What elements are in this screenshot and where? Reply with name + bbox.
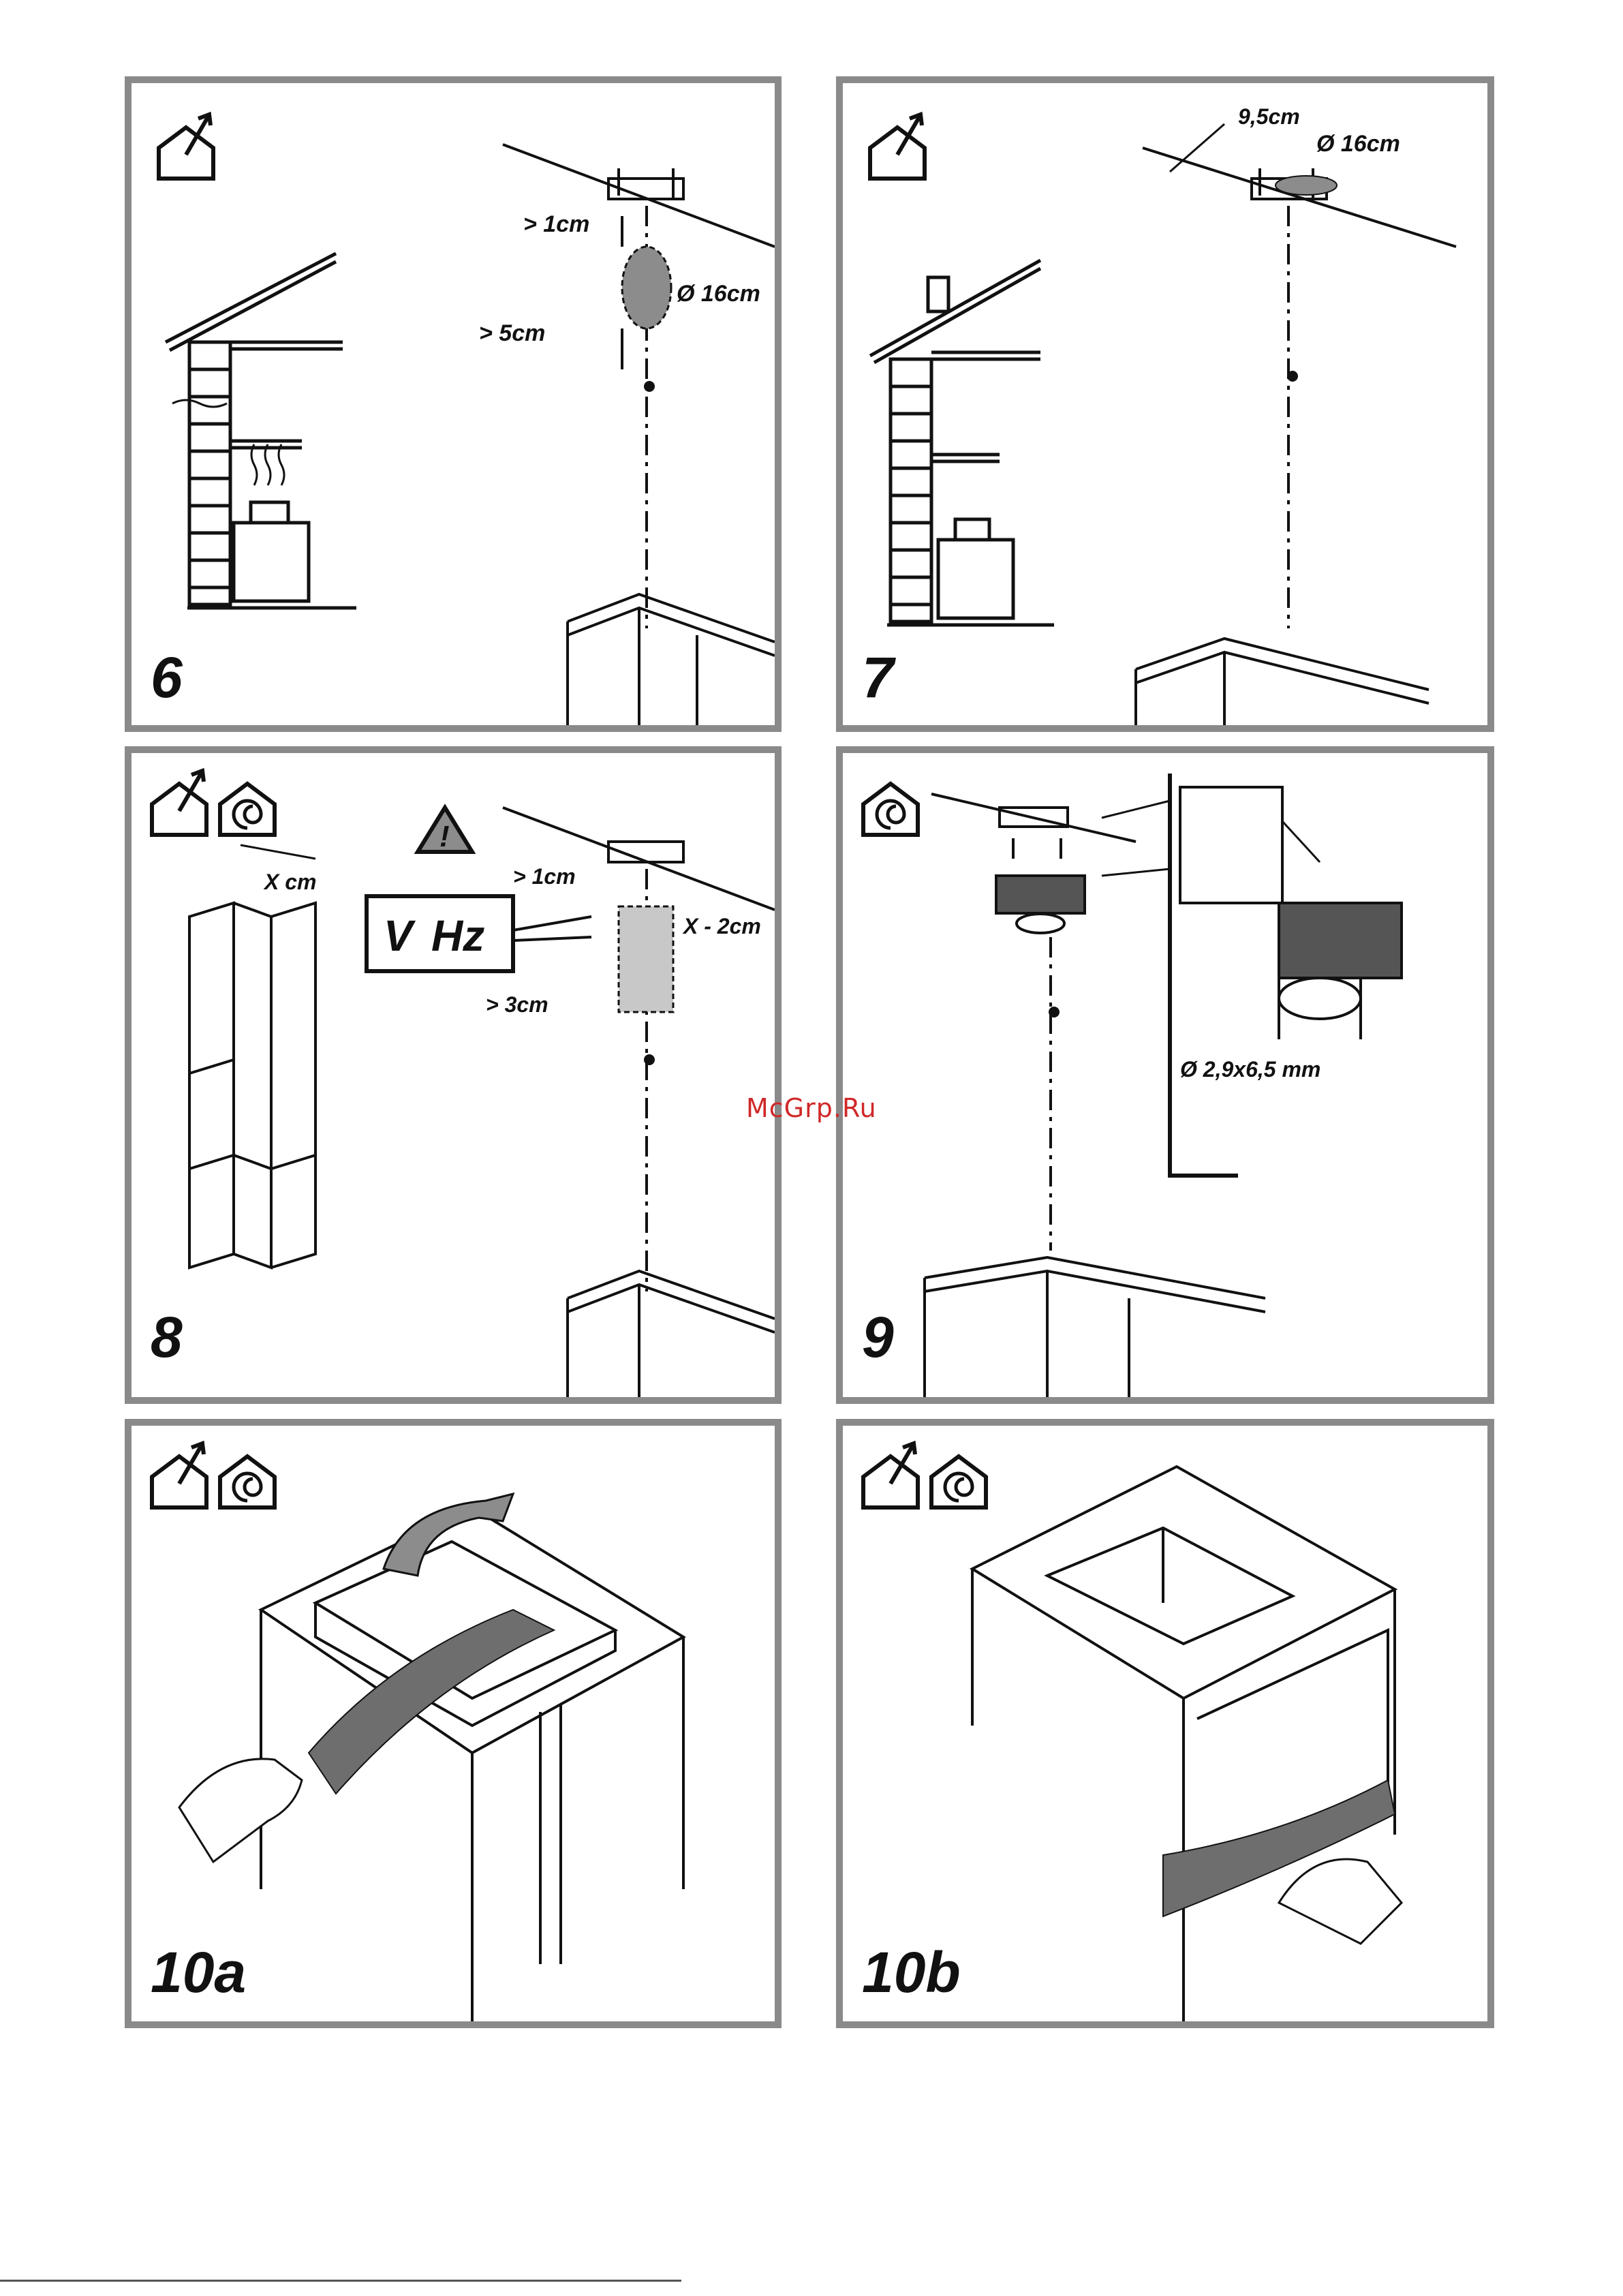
label-diameter: Ø 16cm [677,281,760,307]
panel-number: 6 [151,649,183,706]
label-width: X cm [263,870,316,894]
ducted-mode-icon [863,1443,918,1507]
panel-number: 7 [862,649,894,706]
house-illustration [870,260,1054,625]
hood-illustration [972,1467,1395,2021]
socket-area [619,906,673,1012]
panel-8-drawing: ! V Hz X cm > 1cm X - 2cm > 3cm [132,753,775,1397]
panel-number: 8 [151,1308,183,1366]
screw-icon [644,381,655,392]
panel-6-drawing: > 1cm Ø 16cm > 5cm [132,83,775,725]
panel-number: 9 [862,1308,894,1366]
label-voltage: V [384,911,416,960]
recirculation-mode-icon [220,784,275,835]
panel-10a-drawing [132,1426,775,2021]
panel-7: 9,5cm Ø 16cm 7 [836,76,1494,732]
ducted-mode-icon [159,114,213,179]
label-diameter: Ø 16cm [1316,131,1400,157]
bracket-illustration [1136,124,1456,725]
label-gap-top: > 1cm [523,211,589,237]
ducted-mode-icon [870,114,925,179]
screw-icon [1287,371,1298,382]
label-screw: Ø 2,9x6,5 mm [1180,1057,1320,1082]
panel-6: > 1cm Ø 16cm > 5cm 6 [125,76,782,732]
recirculation-mode-icon [863,784,918,835]
panel-10b: 10b [836,1419,1494,2028]
label-gap-bottom: > 3cm [486,992,548,1017]
recirculation-mode-icon [220,1456,275,1507]
footer-rule [0,2280,681,2282]
panel-number: 10b [862,1944,961,2001]
screw-icon [1049,1007,1060,1017]
ducted-mode-icon [152,1443,206,1507]
chimney-illustration [189,845,315,1268]
duct-hole [1276,176,1337,195]
house-illustration [166,254,356,608]
label-warning: ! [439,820,450,853]
duct-hole [622,247,671,328]
panel-9-drawing: Ø 2,9x6,5 mm [843,753,1487,1397]
watermark: McGrp.Ru [746,1093,877,1123]
label-gap-top: > 1cm [513,864,576,889]
hand-illustration [179,1759,302,1862]
label-gap-bottom: > 5cm [479,320,545,346]
screw-icon [644,1054,655,1065]
panel-9: Ø 2,9x6,5 mm 9 [836,746,1494,1404]
panel-number: 10a [151,1944,246,2001]
recirculation-mode-icon [931,1456,986,1507]
label-offset: 9,5cm [1238,104,1300,129]
label-frequency: Hz [431,911,484,960]
panel-10a: 10a [125,1419,782,2028]
panel-7-drawing: 9,5cm Ø 16cm [843,83,1487,725]
hand-illustration [1279,1859,1402,1944]
panel-10b-drawing [843,1426,1487,2021]
bracket-illustration [503,808,775,1397]
panel-8: ! V Hz X cm > 1cm X - 2cm > 3cm 8 [125,746,782,1404]
label-socket: X - 2cm [682,914,761,938]
ducted-mode-icon [152,771,206,835]
bracket-illustration [925,774,1402,1397]
